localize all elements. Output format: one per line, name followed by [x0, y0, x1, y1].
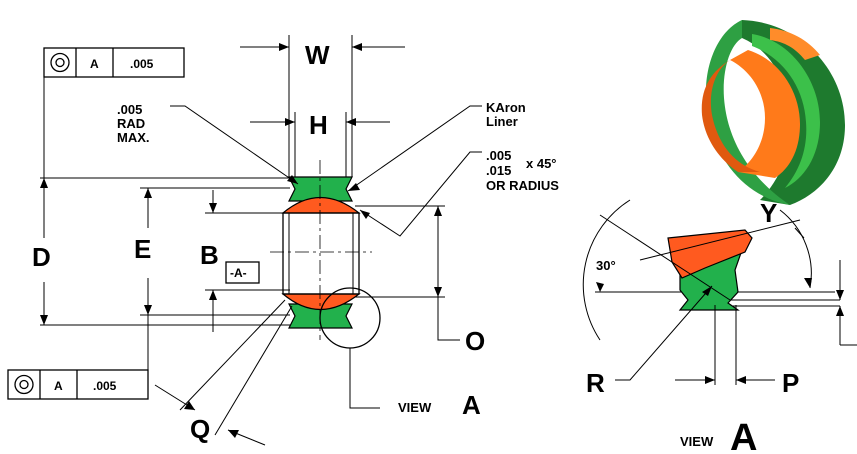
ball-top: [281, 196, 361, 214]
label-h: H: [309, 110, 328, 140]
detail-ball: [667, 229, 753, 279]
dim-h: H: [250, 110, 390, 177]
note-rad: .005 RAD MAX.: [117, 102, 299, 185]
dim-e: E: [134, 188, 152, 315]
datum-a-label: -A-: [230, 266, 247, 280]
tolerance-frame-bottom: A .005: [7, 369, 149, 400]
bearing-section: [40, 160, 445, 409]
dim-b: B -A-: [200, 190, 260, 332]
label-y: Y: [760, 198, 777, 228]
view-word: VIEW: [398, 400, 432, 415]
tolerance-top-datum: A: [90, 57, 99, 71]
label-angle: 30°: [596, 258, 616, 273]
note-liner-2: Liner: [486, 114, 518, 129]
label-e: E: [134, 234, 151, 264]
note-chamfer-1: .005: [486, 148, 511, 163]
concentricity-icon: [50, 52, 70, 73]
tolerance-frame-top: A .005: [43, 47, 185, 78]
view-word-detail: VIEW: [680, 434, 714, 449]
dim-w: W: [240, 35, 405, 177]
bearing-3d-render: [701, 20, 845, 205]
tolerance-top-value: .005: [130, 57, 154, 71]
dim-d: D: [32, 178, 51, 325]
label-b: B: [200, 240, 219, 270]
note-rad-3: MAX.: [117, 130, 150, 145]
label-r: R: [586, 368, 605, 398]
note-chamfer: .005 .015 x 45° OR RADIUS: [359, 148, 559, 237]
concentricity-icon: [14, 374, 34, 395]
datum-a-box: [225, 261, 260, 284]
note-chamfer-3: OR RADIUS: [486, 178, 559, 193]
tolerance-bottom-datum: A: [54, 379, 63, 393]
label-q: Q: [190, 414, 210, 444]
ball-bottom: [281, 293, 361, 311]
label-d: D: [32, 242, 51, 272]
detail-view-a: 30° Y R P VIEW A: [582, 198, 857, 454]
note-rad-1: .005: [117, 102, 142, 117]
note-chamfer-x45: x 45°: [526, 156, 557, 171]
view-letter-detail: A: [730, 417, 757, 454]
label-o: O: [465, 326, 485, 356]
note-liner-1: KAron: [486, 100, 526, 115]
note-chamfer-2: .015: [486, 163, 511, 178]
dim-o: O: [434, 206, 485, 356]
view-a-callout: VIEW A: [398, 390, 481, 420]
tolerance-bottom-value: .005: [93, 379, 117, 393]
label-w: W: [305, 40, 330, 70]
dim-q: Q: [154, 299, 293, 446]
label-p: P: [782, 368, 799, 398]
note-liner: KAron Liner: [347, 100, 526, 192]
view-letter: A: [462, 390, 481, 420]
note-rad-2: RAD: [117, 116, 145, 131]
